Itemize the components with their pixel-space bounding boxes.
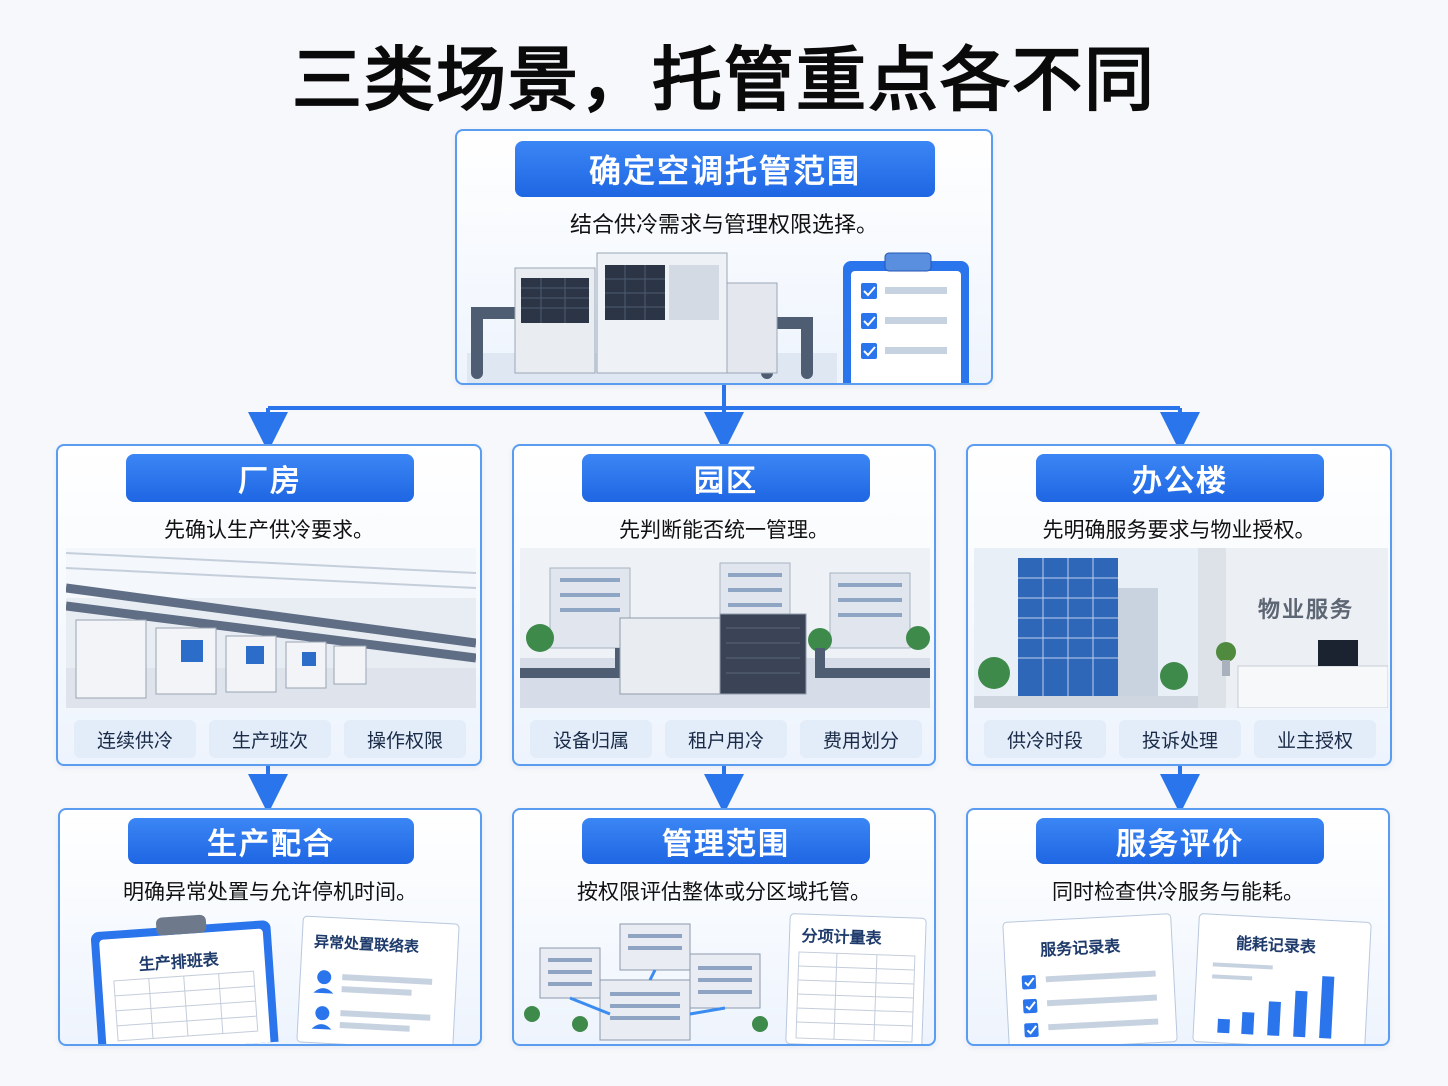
tag-continuous-cooling: 连续供冷 (74, 720, 196, 758)
result-card-scope: 管理范围 按权限评估整体或分区域托管。 (512, 808, 936, 1046)
sub-metering-sheet: 分项计量表 (784, 912, 929, 1044)
office-building-photo (974, 548, 1198, 708)
scene-desc-park: 先判断能否统一管理。 (619, 518, 829, 542)
tag-cost-division: 费用划分 (800, 720, 922, 758)
energy-record-sheet: 能耗记录表 (1191, 911, 1374, 1044)
property-service-sign: 物业服务 (1258, 598, 1355, 623)
result-desc-service: 同时检查供冷服务与能耗。 (1052, 880, 1304, 904)
tag-production-shift: 生产班次 (209, 720, 331, 758)
tag-operation-permission: 操作权限 (344, 720, 466, 758)
tag-complaint-handling: 投诉处理 (1119, 720, 1241, 758)
scene-title-office: 办公楼 (1036, 454, 1324, 502)
chiller-illustration (467, 243, 837, 383)
page-title: 三类场景，托管重点各不同 (292, 39, 1156, 121)
incident-contact-sheet: 异常处置联络表 (295, 914, 462, 1044)
park-photo (520, 548, 930, 708)
tag-cooling-hours: 供冷时段 (984, 720, 1106, 758)
checklist-clipboard-icon (835, 249, 975, 383)
top-card: 确定空调托管范围 结合供冷需求与管理权限选择。 (455, 129, 993, 385)
tag-equipment-ownership: 设备归属 (530, 720, 652, 758)
scene-desc-office: 先明确服务要求与物业授权。 (1042, 518, 1316, 542)
scene-title-park: 园区 (582, 454, 870, 502)
tag-owner-authorization: 业主授权 (1254, 720, 1376, 758)
top-card-desc: 结合供冷需求与管理权限选择。 (569, 213, 878, 238)
result-card-service: 服务评价 同时检查供冷服务与能耗。 服务记录表 能耗记录表 (966, 808, 1390, 1046)
shift-schedule-clipboard: 生产排班表 (85, 906, 284, 1044)
scene-title-factory: 厂房 (126, 454, 414, 502)
property-service-lobby: 物业服务 (1198, 548, 1388, 708)
factory-photo (66, 548, 476, 708)
service-record-label: 服务记录表 (1039, 936, 1121, 960)
service-record-sheet: 服务记录表 (1001, 912, 1180, 1044)
scene-card-park: 园区 先判断能否统一管理。 (512, 444, 936, 766)
sub-metering-label: 分项计量表 (801, 926, 882, 948)
result-desc-scope: 按权限评估整体或分区域托管。 (577, 880, 871, 904)
top-card-title: 确定空调托管范围 (515, 141, 935, 197)
energy-record-label: 能耗记录表 (1235, 933, 1317, 957)
tag-tenant-cooling: 租户用冷 (665, 720, 787, 758)
campus-zones-illustration (520, 914, 780, 1044)
scene-desc-factory: 先确认生产供冷要求。 (164, 518, 374, 542)
scene-card-office: 办公楼 先明确服务要求与物业授权。 物业服务 (966, 444, 1392, 766)
result-title-production: 生产配合 (128, 818, 414, 864)
scene-card-factory: 厂房 先确认生产供冷要求。 (56, 444, 482, 766)
result-title-service: 服务评价 (1036, 818, 1324, 864)
result-title-scope: 管理范围 (582, 818, 870, 864)
result-card-production: 生产配合 明确异常处置与允许停机时间。 生产排班表 异常处置联络表 (58, 808, 482, 1046)
result-desc-production: 明确异常处置与允许停机时间。 (123, 880, 417, 904)
